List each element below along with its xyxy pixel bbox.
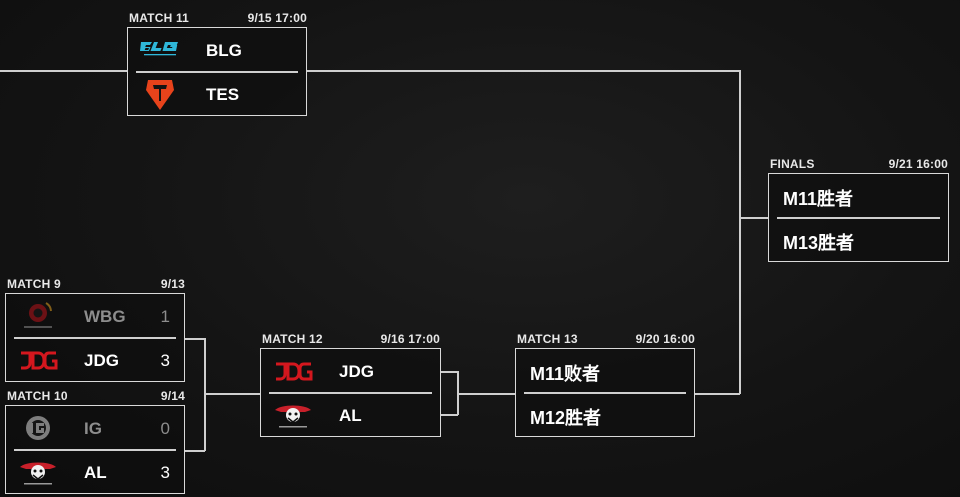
connector-line: [440, 414, 458, 416]
al-logo-icon: [275, 405, 311, 428]
match9-header: MATCH 9 9/13: [7, 277, 185, 291]
divider: [136, 71, 298, 73]
divider: [14, 449, 176, 451]
slot-row[interactable]: M11败者: [516, 349, 694, 393]
team-name: TES: [206, 85, 240, 104]
blg-logo-icon: [140, 42, 178, 56]
match13-header: MATCH 13 9/20 16:00: [517, 332, 695, 346]
divider: [524, 392, 686, 394]
connector-line: [695, 393, 740, 395]
team-score: 1: [160, 307, 170, 326]
match9-card[interactable]: WBG 1 JDG 3: [5, 293, 185, 382]
match-label: MATCH 9: [7, 277, 61, 291]
wbg-logo-icon: [24, 302, 52, 328]
jdg-logo-icon: [21, 351, 58, 370]
team-name: WBG: [84, 307, 126, 326]
divider: [777, 217, 940, 219]
finals-header: FINALS 9/21 16:00: [770, 157, 948, 171]
match13-card[interactable]: M11败者 M12胜者: [515, 348, 695, 437]
divider: [269, 392, 432, 394]
match-time: 9/21 16:00: [888, 157, 948, 171]
team-row[interactable]: TES: [128, 72, 306, 116]
match10-card[interactable]: IG 0 AL 3: [5, 405, 185, 494]
match-time: 9/16 17:00: [380, 332, 440, 346]
connector-line: [0, 70, 128, 72]
team-score: 0: [160, 419, 170, 438]
match12-card[interactable]: JDG AL: [260, 348, 441, 437]
match-label: MATCH 11: [129, 11, 190, 25]
connector-line: [185, 338, 205, 340]
slot-row[interactable]: M13胜者: [769, 218, 948, 262]
match-time: 9/15 17:00: [247, 11, 307, 25]
team-name: JDG: [339, 362, 374, 381]
connector-line: [205, 393, 260, 395]
match12-header: MATCH 12 9/16 17:00: [262, 332, 440, 346]
team-name: AL: [84, 463, 107, 482]
match10-header: MATCH 10 9/14: [7, 389, 185, 403]
match-time: 9/14: [160, 389, 185, 403]
connector-line: [457, 371, 459, 415]
team-row[interactable]: AL: [261, 393, 440, 437]
team-row[interactable]: AL 3: [6, 450, 184, 494]
connector-line: [458, 393, 515, 395]
al-logo-icon: [20, 462, 56, 485]
match-label: MATCH 10: [7, 389, 68, 403]
match-label: FINALS: [770, 157, 815, 171]
match-label: MATCH 12: [262, 332, 323, 346]
tes-logo-icon: [146, 80, 174, 110]
slot-label: M13胜者: [783, 233, 855, 253]
connector-line: [440, 371, 458, 373]
team-row[interactable]: BLG: [128, 28, 306, 72]
team-score: 3: [160, 463, 170, 482]
slot-row[interactable]: M11胜者: [769, 174, 948, 218]
connector-line: [185, 450, 205, 452]
team-score: 3: [160, 351, 170, 370]
team-row[interactable]: IG 0: [6, 406, 184, 450]
team-row[interactable]: JDG: [261, 349, 440, 393]
slot-label: M12胜者: [530, 408, 602, 428]
ig-logo-icon: [26, 416, 50, 440]
connector-line: [204, 338, 206, 451]
team-name: IG: [84, 419, 102, 438]
team-name: BLG: [206, 41, 242, 60]
team-name: JDG: [84, 351, 119, 370]
slot-label: M11败者: [530, 364, 601, 384]
team-row[interactable]: JDG 3: [6, 338, 184, 382]
match11-card[interactable]: BLG TES: [127, 27, 307, 116]
match-time: 9/13: [160, 277, 185, 291]
team-row[interactable]: WBG 1: [6, 294, 184, 338]
finals-card[interactable]: M11胜者 M13胜者: [768, 173, 949, 262]
connector-line: [307, 70, 740, 72]
jdg-logo-icon: [276, 362, 313, 381]
slot-row[interactable]: M12胜者: [516, 393, 694, 437]
match-time: 9/20 16:00: [635, 332, 695, 346]
divider: [14, 337, 176, 339]
connector-line: [740, 217, 769, 219]
match11-header: MATCH 11 9/15 17:00: [129, 11, 307, 25]
team-name: AL: [339, 406, 362, 425]
slot-label: M11胜者: [783, 189, 854, 209]
connector-line: [739, 70, 741, 394]
match-label: MATCH 13: [517, 332, 578, 346]
